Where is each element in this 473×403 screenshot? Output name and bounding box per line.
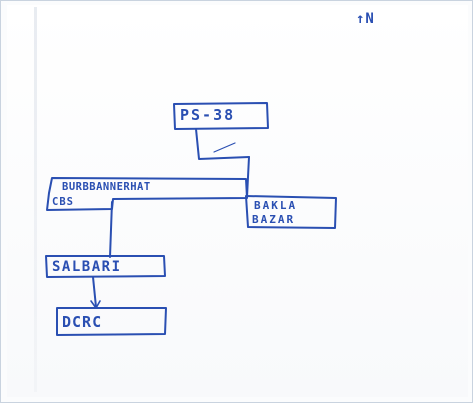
node-ps38-label: PS-38 xyxy=(180,106,236,124)
paper-fold-shadow xyxy=(34,7,37,392)
node-bakla-label-line1: BAKLA xyxy=(254,199,298,212)
node-burbhanner-label-line1: BURBBANNERHAT xyxy=(62,181,151,193)
dcrc-box xyxy=(56,307,167,336)
paper-sheet xyxy=(7,5,468,397)
cbs-to-salbari-road xyxy=(109,201,113,258)
salbari-box xyxy=(45,255,166,278)
ps38-connector xyxy=(195,128,250,160)
node-dcrc-label: DCRC xyxy=(62,313,103,331)
node-burbhanner-label-line2: CBS xyxy=(52,196,74,208)
north-arrow-label: ↑N xyxy=(356,11,375,27)
ps38-connector-tick xyxy=(213,142,236,153)
bakla-box xyxy=(245,195,337,229)
node-bakla-label-line2: BAZAR xyxy=(252,213,296,226)
ps38-box xyxy=(173,102,269,130)
node-salbari-label: SALBARI xyxy=(52,259,122,275)
salbari-to-dcrc-road xyxy=(92,276,97,308)
